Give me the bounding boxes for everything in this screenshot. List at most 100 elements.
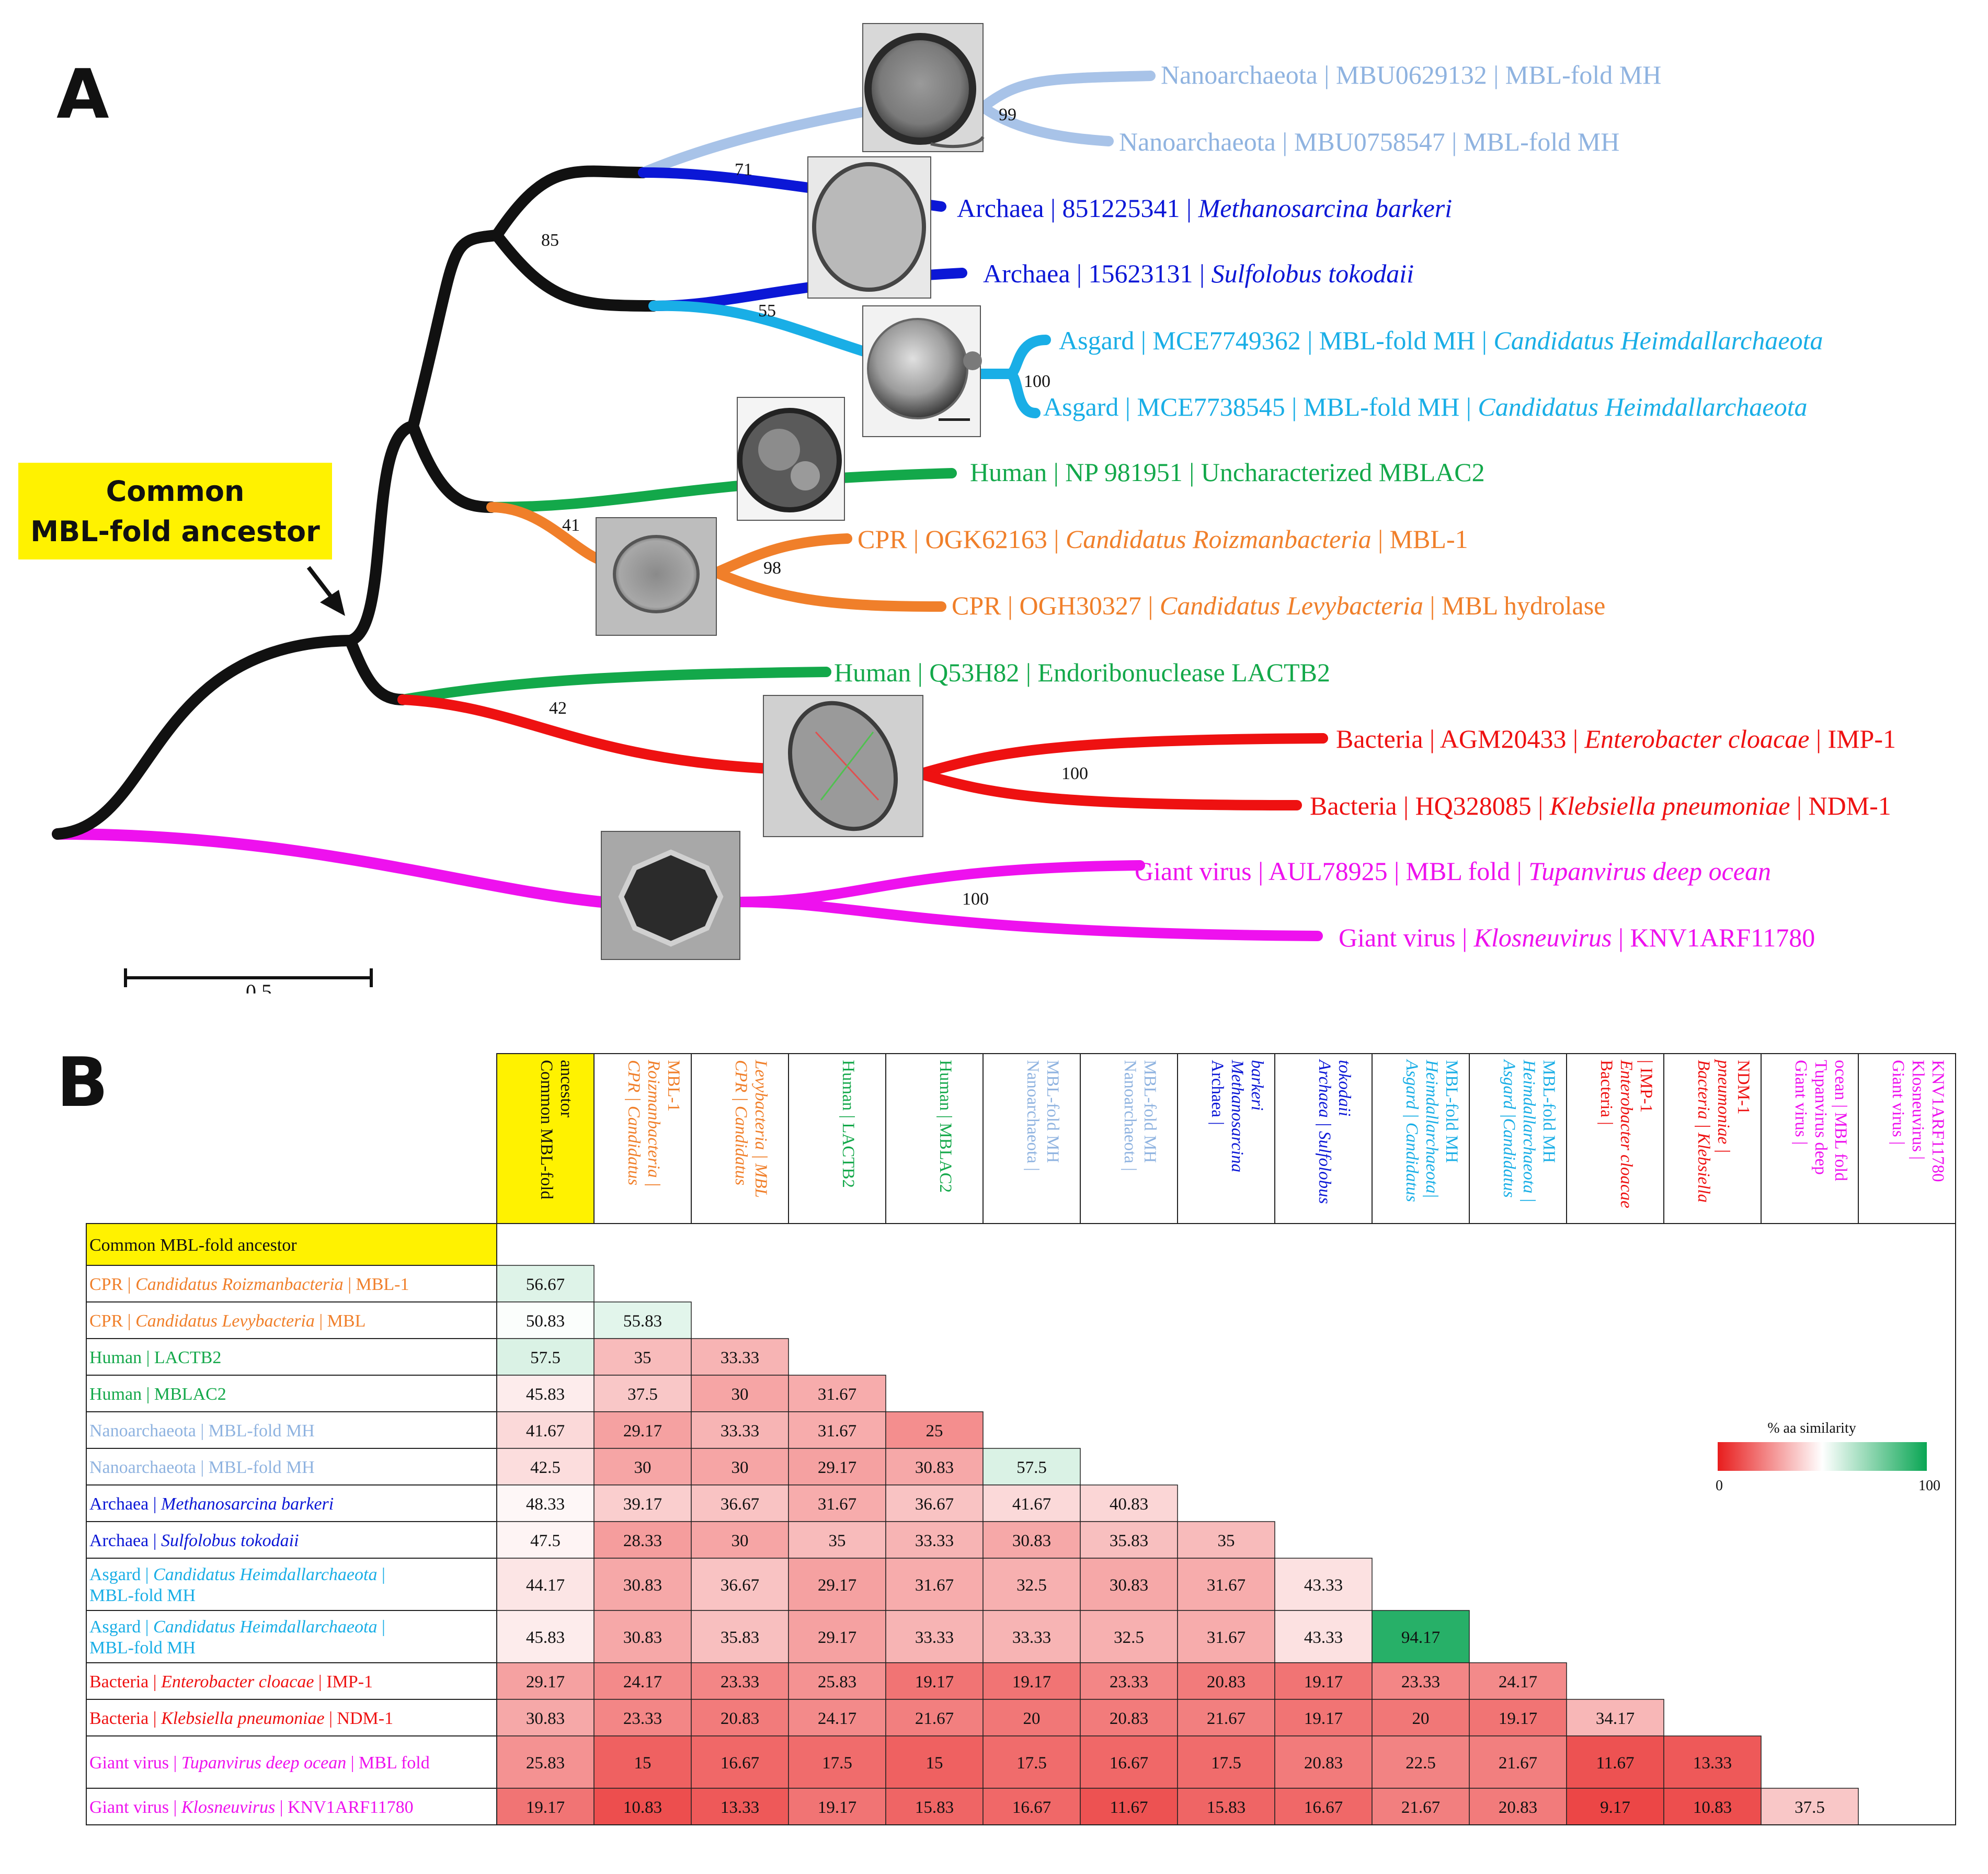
- branch-bacteria-stem: [397, 694, 774, 774]
- branch-asgard-bottom: [1004, 369, 1041, 418]
- leaf-label: Asgard | MCE7738545 | MBL-fold MH | Cand…: [1043, 392, 1807, 421]
- branch-human-lactb2: [397, 667, 831, 705]
- label-segment: Human | LACTB2: [89, 1348, 221, 1367]
- cell-value: 36.67: [915, 1495, 954, 1514]
- branch-cpr-stem: [486, 502, 612, 567]
- label-segment: Asgard |: [89, 1565, 153, 1584]
- label-segment: Asgard | MCE7749362 | MBL-fold MH |: [1059, 326, 1493, 355]
- label-segment: Nanoarchaeota | MBL-fold MH: [89, 1421, 315, 1441]
- micrograph-human-cell: [737, 397, 845, 521]
- cell-value: 20: [1023, 1709, 1041, 1728]
- heatmap-cell: [885, 1411, 984, 1449]
- cell-value: 10.83: [1693, 1798, 1732, 1817]
- cell-value: 30: [634, 1458, 652, 1477]
- cell-value: 20.83: [1207, 1673, 1246, 1692]
- column-header-line: MBL-1: [664, 1060, 683, 1112]
- cell-value: 30: [732, 1458, 749, 1477]
- cell-value: 30: [732, 1385, 749, 1404]
- label-segment: Sulfolobus tokodaii: [1212, 259, 1414, 288]
- cell-value: 56.67: [526, 1275, 565, 1294]
- heatmap-cell: [1566, 1788, 1664, 1825]
- cell-value: 33.33: [1012, 1628, 1051, 1647]
- label-segment: | MBL hydrolase: [1423, 591, 1605, 620]
- label-segment: Klosneuvirus: [181, 1798, 275, 1817]
- branch-cpr-top: [711, 533, 852, 578]
- column-header: Human | MBLAC2: [885, 1053, 984, 1224]
- row-label: Giant virus | Klosneuvirus | KNV1ARF1178…: [89, 1798, 414, 1817]
- leaf-label: Bacteria | AGM20433 | Enterobacter cloac…: [1336, 724, 1896, 753]
- column-header-line: Nanoarchaeota |: [1121, 1060, 1139, 1171]
- bootstrap-100-giant-virus: 100: [962, 889, 989, 909]
- cell-value: 31.67: [1207, 1628, 1246, 1647]
- column-header-line: Methanosarcina: [1228, 1059, 1247, 1172]
- heatmap-cell: [1177, 1735, 1275, 1789]
- cell-value: 15.83: [915, 1798, 954, 1817]
- cell-value: 15: [926, 1754, 943, 1773]
- label-segment: Giant virus | AUL78925 | MBL fold |: [1135, 856, 1528, 886]
- heatmap-cell: [691, 1788, 789, 1825]
- cell-value: 17.5: [1211, 1754, 1241, 1773]
- column-header-line: Giant virus |: [1791, 1060, 1810, 1145]
- cell-value: 20.83: [1110, 1709, 1148, 1728]
- label-segment: Enterobacter cloacae: [1584, 724, 1810, 753]
- legend-max: 100: [1918, 1478, 1940, 1494]
- ancestor-arrow-head: [320, 590, 345, 616]
- cell-value: 21.67: [1207, 1709, 1246, 1728]
- label-segment: Bacteria | AGM20433 |: [1336, 724, 1585, 753]
- label-segment: Common MBL-fold ancestor: [89, 1236, 297, 1255]
- label-segment: Candidatus Roizmanbacteria: [135, 1275, 344, 1294]
- branch-root-to-common-ancestor: [52, 635, 356, 840]
- heatmap-cell: [1177, 1610, 1275, 1663]
- leaf-label: Archaea | 15623131 | Sulfolobus tokodaii: [983, 259, 1414, 288]
- label-segment: Bacteria |: [89, 1709, 161, 1728]
- heatmap-cell: [496, 1338, 595, 1376]
- cell-value: 37.5: [627, 1385, 658, 1404]
- legend-gradient-bar: [1718, 1442, 1927, 1471]
- branch-upper-to-archaea-clade: [407, 230, 502, 432]
- ancestor-label-line1: Common: [106, 475, 245, 508]
- label-segment: Enterobacter cloacae: [161, 1672, 314, 1692]
- cell-value: 43.33: [1304, 1576, 1343, 1595]
- row-label: Nanoarchaeota | MBL-fold MH: [89, 1421, 315, 1441]
- micrograph-giant-virus: [601, 831, 740, 960]
- matrix-row: Giant virus | Tupanvirus deep ocean | MB…: [86, 1735, 1762, 1789]
- branch-asgard-top: [1004, 335, 1051, 379]
- column-header-line: | IMP-1: [1637, 1060, 1655, 1113]
- column-header-line: barkeri: [1248, 1060, 1266, 1111]
- cell-value: 19.17: [1304, 1709, 1343, 1728]
- cell-value: 20: [1412, 1709, 1430, 1728]
- cell-value: 50.83: [526, 1312, 565, 1331]
- column-header-line: Human | LACTB2: [839, 1060, 858, 1188]
- label-segment: Giant virus |: [1339, 923, 1474, 952]
- label-segment: Tupanvirus deep ocean: [181, 1753, 346, 1773]
- cell-value: 21.67: [1401, 1798, 1440, 1817]
- cell-value: 25.83: [818, 1673, 856, 1692]
- heatmap-cell: [496, 1375, 595, 1412]
- bootstrap-99: 99: [999, 105, 1016, 124]
- label-segment: | MBL: [315, 1311, 365, 1331]
- row-label: MBL-fold MH: [89, 1586, 196, 1605]
- cell-value: 30.83: [623, 1576, 662, 1595]
- cell-value: 30.83: [623, 1628, 662, 1647]
- label-segment: Human | MBLAC2: [89, 1385, 226, 1404]
- matrix-row: CPR | Candidatus Roizmanbacteria | MBL-1…: [86, 1265, 595, 1302]
- label-segment: Candidatus Levybacteria: [1160, 591, 1423, 620]
- label-segment: | IMP-1: [314, 1672, 373, 1692]
- heatmap-cell: [691, 1484, 789, 1522]
- heatmap-cell: [593, 1662, 692, 1700]
- column-header-line: Giant virus |: [1889, 1060, 1907, 1145]
- cell-value: 16.67: [1110, 1754, 1148, 1773]
- branch-ancestor-to-upper-clade: [345, 420, 419, 646]
- cell-value: 29.17: [526, 1673, 565, 1692]
- cell-value: 17.5: [822, 1754, 852, 1773]
- similarity-legend: % aa similarity 0 100: [1716, 1420, 1940, 1494]
- heatmap-cell: [982, 1788, 1081, 1825]
- bootstrap-85: 85: [541, 231, 559, 250]
- heatmap-cell: [982, 1610, 1081, 1663]
- row-label: Asgard | Candidatus Heimdallarchaeota |: [89, 1617, 385, 1637]
- heatmap-cell: [982, 1484, 1081, 1522]
